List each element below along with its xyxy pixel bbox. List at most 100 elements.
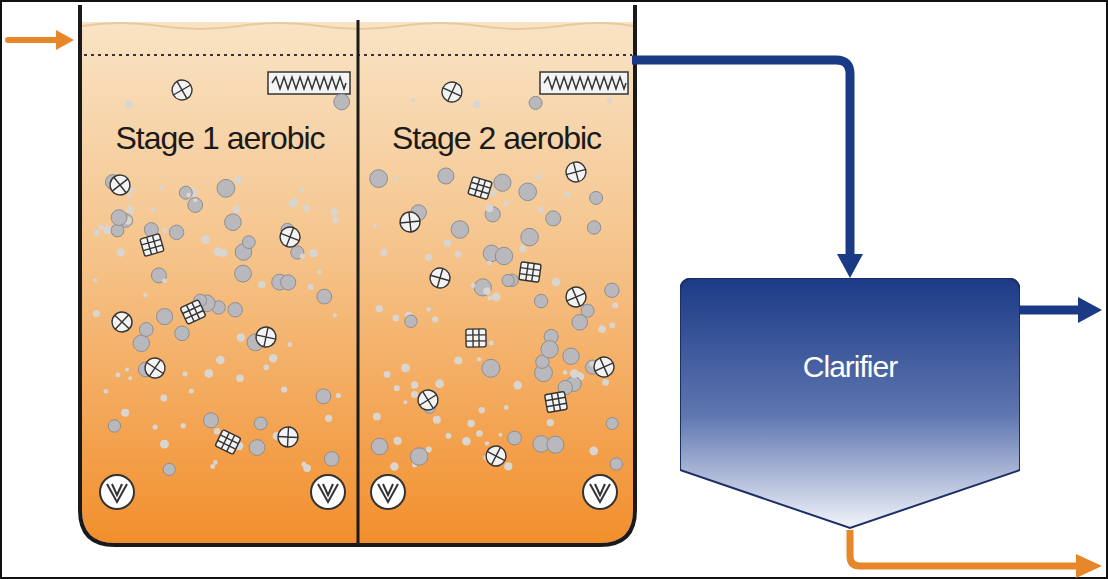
air-bubble <box>288 342 293 347</box>
air-bubble <box>182 371 187 376</box>
air-bubble <box>236 374 244 382</box>
air-bubble <box>384 371 391 378</box>
air-bubble <box>564 191 570 197</box>
sludge-return-arrow <box>850 530 1102 578</box>
media-carrier <box>519 262 541 283</box>
air-bubble <box>317 270 321 274</box>
media-carrier <box>591 354 617 380</box>
air-bubble <box>474 279 491 296</box>
air-bubble <box>508 431 522 445</box>
air-bubble <box>235 176 242 183</box>
air-bubble <box>602 379 609 386</box>
air-bubble <box>455 251 462 258</box>
air-bubble <box>111 224 124 237</box>
air-bubble <box>214 428 220 434</box>
air-bubble <box>473 100 481 108</box>
media-carrier <box>215 430 241 455</box>
air-bubble <box>121 409 129 417</box>
media-carrier <box>180 300 206 325</box>
air-bubble <box>435 379 444 388</box>
air-bubble <box>189 388 194 393</box>
air-bubble <box>607 98 613 104</box>
air-bubble <box>426 307 431 312</box>
air-bubble <box>376 305 383 312</box>
air-bubble <box>534 294 547 307</box>
air-bubble <box>504 462 512 470</box>
air-bubble <box>488 296 492 300</box>
air-bubble <box>612 302 618 308</box>
air-bubble <box>98 224 104 230</box>
air-bubble <box>317 289 332 304</box>
air-bubble <box>476 430 483 437</box>
air-bubble <box>490 189 497 196</box>
air-bubble <box>169 225 183 239</box>
air-bubble <box>519 183 537 201</box>
stage-label: Stage 2 aerobic <box>392 120 601 157</box>
media-carrier <box>254 325 278 349</box>
air-bubble <box>546 211 561 226</box>
air-bubble <box>300 254 305 259</box>
air-bubble <box>281 275 296 290</box>
media-carriers <box>109 76 617 469</box>
air-bubble <box>151 268 166 283</box>
air-bubble <box>445 433 451 439</box>
air-bubble <box>181 423 186 428</box>
air-bubble <box>502 274 514 286</box>
air-bubble <box>162 228 167 233</box>
air-bubble <box>186 193 191 198</box>
air-bubble <box>325 415 332 422</box>
clarifier-shape <box>680 278 1020 530</box>
air-bubble <box>143 293 147 297</box>
air-bubble <box>432 316 438 322</box>
air-bubble <box>159 185 164 190</box>
air-bubble <box>529 96 542 109</box>
mixed-liquor <box>80 18 636 548</box>
air-bubble <box>213 460 218 465</box>
air-bubble <box>589 446 598 455</box>
air-bubble <box>487 261 492 266</box>
air-bubble <box>606 418 618 430</box>
air-bubble <box>411 381 418 388</box>
clarifier-tank: Clarifier <box>680 278 1020 530</box>
air-bubble <box>485 441 489 445</box>
media-carrier <box>563 284 589 310</box>
air-bubble <box>202 235 211 244</box>
media-carrier <box>140 234 164 257</box>
flow-connector <box>632 60 863 278</box>
inflow-arrow <box>8 30 74 50</box>
air-bubble <box>471 283 476 288</box>
media-carrier <box>168 76 195 103</box>
air-bubble <box>133 335 149 351</box>
air-bubble <box>93 278 97 282</box>
air-bubble <box>111 210 127 226</box>
air-bubble <box>498 433 502 437</box>
air-bubble <box>411 391 418 398</box>
media-carrier <box>277 426 298 447</box>
media-carrier <box>426 264 453 291</box>
air-bubble <box>390 462 398 470</box>
air-bubble <box>128 376 132 380</box>
air-bubble <box>380 249 387 256</box>
air-bubble <box>479 407 485 413</box>
air-bubble <box>235 265 252 282</box>
air-bubble <box>403 400 407 404</box>
aeration-stage: Stage 2 aerobic <box>361 8 632 538</box>
media-carrier <box>468 176 492 199</box>
air-bubble <box>93 310 100 317</box>
air-bubble <box>425 254 432 261</box>
media-carrier <box>483 443 510 470</box>
air-bubble <box>538 207 544 213</box>
air-bubble <box>316 389 331 404</box>
air-bubble <box>310 249 318 257</box>
media-carrier <box>545 391 568 412</box>
tank-divider <box>357 20 360 545</box>
air-bubble <box>433 416 441 424</box>
stage-label: Stage 1 aerobic <box>115 120 324 157</box>
air-bubble <box>108 420 120 432</box>
air-bubble <box>483 287 490 294</box>
air-bubble <box>162 278 167 283</box>
air-bubble <box>547 419 554 426</box>
air-bubble <box>233 205 241 213</box>
air-bubble <box>104 389 109 394</box>
